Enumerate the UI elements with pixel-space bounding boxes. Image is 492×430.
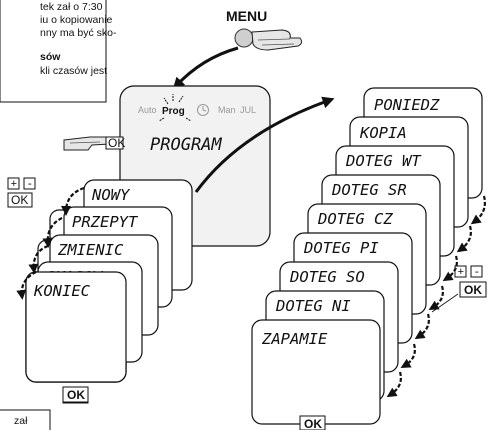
right-keys: + - OK	[454, 265, 487, 298]
right-cycle-arrows	[386, 195, 486, 398]
menu-item-doteg-pi: DOTEG PI	[303, 239, 379, 257]
menu-label: MENU	[226, 8, 267, 24]
left-plus-key[interactable]: +	[11, 179, 18, 191]
menu-item-zapamie: ZAPAMIE	[261, 330, 328, 348]
left-menu-cards-ordered: NOWY PRZEPYT ZMIENIC SKASOW KONIEC	[25, 179, 193, 383]
arrow-menu-to-program	[172, 46, 239, 90]
doc-line-1: tek zał o 7:30	[40, 1, 103, 13]
doc-line-4: kli czasów jest	[40, 65, 107, 77]
clock-icon	[197, 104, 209, 116]
right-ok-button-frame[interactable]	[299, 415, 326, 430]
menu-item-doteg-wt: DOTEG WT	[345, 152, 422, 170]
left-keys: + - OK	[7, 177, 36, 208]
menu-item-przepyt: PRZEPYT	[72, 213, 139, 231]
mode-man: Man	[218, 105, 236, 115]
hand-pressing-menu-icon	[234, 28, 303, 51]
arrow-nowy-to-poniedz	[194, 96, 335, 193]
pointer-lines	[431, 293, 459, 313]
menu-item-zmienic: ZMIENIC	[57, 241, 124, 259]
menu-item-kopia: KOPIA	[359, 124, 407, 142]
left-minus-key[interactable]: -	[27, 179, 34, 191]
doc-heading: sów	[40, 51, 61, 63]
mode-jul: JUL	[240, 105, 256, 115]
right-minus-key[interactable]: -	[474, 267, 481, 279]
mode-auto: Auto	[138, 105, 157, 115]
hand-pressing-ok-icon: OK	[63, 136, 125, 151]
right-menu-stack: PONIEDZ KOPIA DOTEG WT DOTEG SR DOTEG CZ…	[251, 87, 483, 425]
doc-line-2: iu o kopiowanie	[40, 14, 113, 26]
menu-item-poniedz: PONIEDZ	[374, 96, 440, 114]
left-ok-key[interactable]: OK	[11, 193, 28, 207]
menu-item-doteg-ni: DOTEG NI	[275, 297, 351, 315]
left-cycle-arrows	[16, 186, 85, 300]
prog-highlight-icon	[158, 94, 192, 122]
doc-bottom-text: zał	[14, 415, 28, 427]
doc-line-3: nny ma być sko-	[40, 27, 117, 39]
mode-prog: Prog	[162, 106, 185, 117]
menu-item-koniec-front: KONIEC	[33, 282, 91, 300]
right-plus-key[interactable]: +	[458, 267, 465, 279]
menu-item-doteg-so: DOTEG SO	[289, 268, 365, 286]
right-ok-key[interactable]: OK	[464, 283, 482, 297]
doc-text-top: tek zał o 7:30 iu o kopiowanie nny ma by…	[0, 0, 117, 103]
menu-item-doteg-cz: DOTEG CZ	[317, 210, 393, 228]
left-ok-button-frame[interactable]	[62, 386, 89, 403]
right-ok-button[interactable]: OK	[304, 417, 322, 430]
left-ok-button[interactable]: OK	[67, 388, 85, 402]
hand-ok-label: OK	[108, 136, 125, 150]
menu-item-nowy: NOWY	[91, 186, 131, 204]
menu-item-doteg-sr: DOTEG SR	[331, 181, 407, 199]
program-title: PROGRAM	[150, 135, 222, 155]
doc-text-bottom: zał	[0, 409, 51, 430]
